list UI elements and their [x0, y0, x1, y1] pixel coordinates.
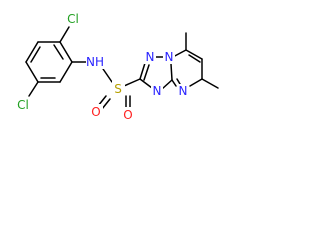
bond — [28, 81, 39, 97]
bridgehead-nitrogen: N — [165, 50, 174, 64]
o-right-label: O — [122, 107, 135, 122]
nitrogen-nh-atom: NH — [86, 55, 104, 69]
bond — [101, 98, 111, 110]
oxygen-atom-right: O — [123, 108, 132, 122]
cl-bottom-label: Cl — [15, 97, 31, 112]
bond — [25, 41, 39, 63]
molecule-structure: Cl Cl NH S O O — [15, 11, 219, 122]
bond — [25, 61, 39, 83]
sulfur-atom: S — [114, 82, 122, 96]
n4-label: N — [177, 84, 189, 98]
bond — [176, 78, 181, 85]
pyrimidine-nitrogen: N — [179, 84, 188, 98]
bond — [123, 78, 141, 87]
triazole-nitrogen-3: N — [153, 84, 162, 98]
bonds — [25, 26, 219, 110]
bond — [59, 61, 73, 83]
bond — [201, 78, 219, 89]
bond — [139, 78, 153, 89]
bond — [188, 54, 201, 63]
triazole-nitrogen-1: N — [146, 50, 155, 64]
bond — [171, 79, 177, 87]
bond — [143, 64, 150, 81]
bond — [170, 63, 173, 81]
n3-label: N — [151, 84, 163, 98]
o-left-label: O — [90, 104, 103, 119]
molecule-diagram: Cl Cl NH S O O — [0, 0, 245, 137]
cl-top-label: Cl — [65, 11, 81, 26]
bond — [185, 49, 203, 60]
bond — [139, 62, 146, 80]
atom-labels: Cl Cl NH S O O — [15, 11, 189, 122]
s-label: S — [112, 81, 125, 96]
bond — [30, 46, 41, 63]
bond — [161, 79, 173, 90]
chlorine-atom-top: Cl — [67, 12, 79, 26]
n1-label: N — [144, 50, 156, 64]
oxygen-atom-left: O — [91, 105, 100, 119]
bond — [59, 26, 70, 43]
bond — [59, 41, 73, 63]
bond — [53, 44, 64, 60]
n2-label: N — [163, 50, 175, 64]
bond — [189, 78, 203, 87]
nh-label: NH — [86, 55, 104, 69]
chlorine-atom-bottom: Cl — [17, 98, 29, 112]
